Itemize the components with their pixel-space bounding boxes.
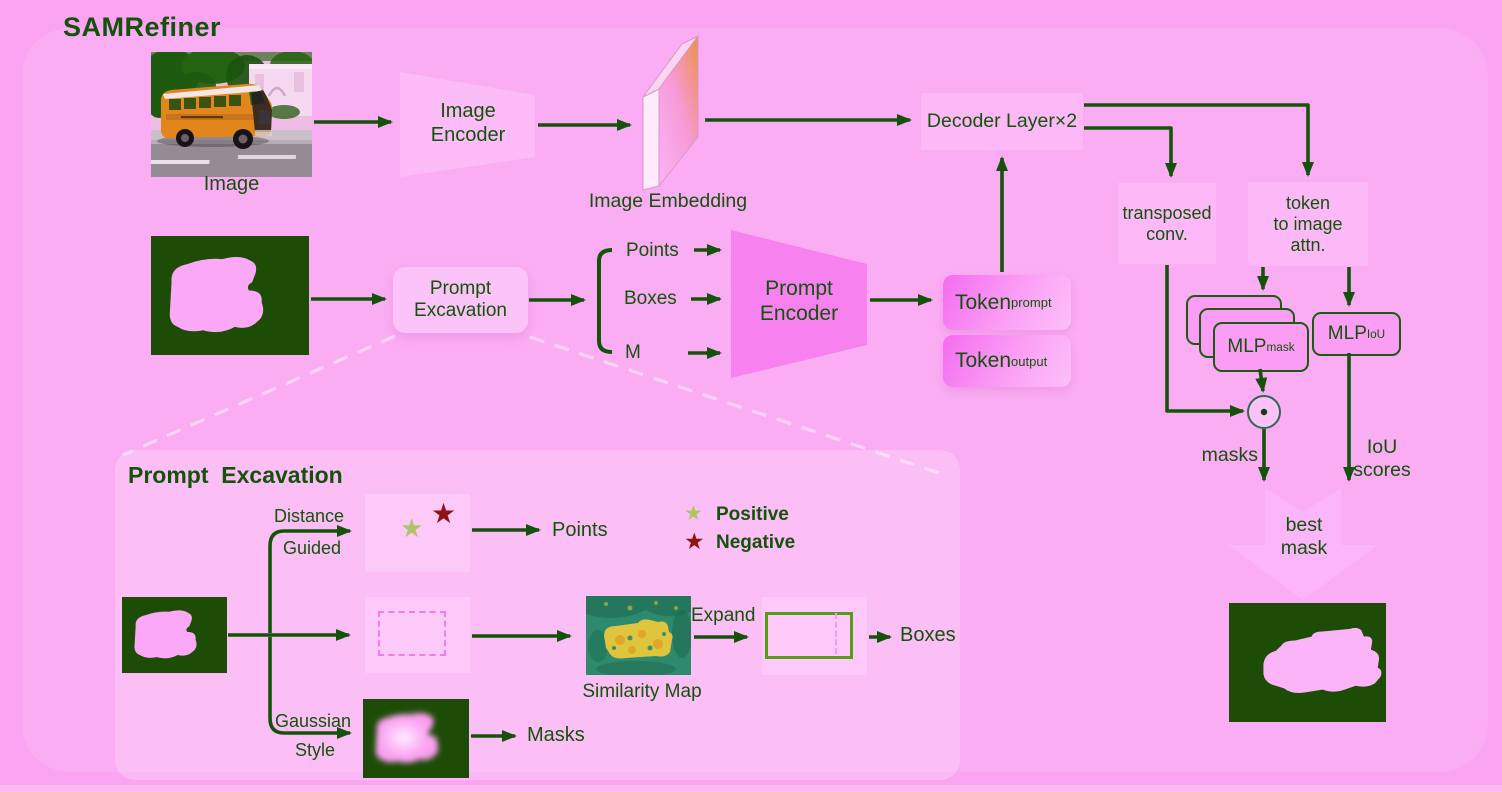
best-mask-image <box>1229 603 1386 722</box>
best-mask-label: best mask <box>1280 514 1328 559</box>
original-box-edge-icon <box>835 613 837 654</box>
transposed-conv-label: transposed conv. <box>1122 202 1212 244</box>
positive-star-icon: ★ <box>400 513 424 543</box>
legend-negative-star-icon: ★ <box>684 528 705 554</box>
masks-output-label: masks <box>1201 444 1258 466</box>
similarity-map-label: Similarity Map <box>582 681 702 702</box>
guided-label: Guided <box>283 538 342 558</box>
mlp-iou-sub: IoU <box>1366 327 1386 341</box>
branch-mask-label: M <box>625 342 641 363</box>
panel-coarse-mask-image <box>122 597 227 673</box>
diagram-title: SAMRefiner <box>63 12 222 42</box>
decoder-layer-label: Decoder Layer×2 <box>926 110 1078 132</box>
branch-boxes-label: Boxes <box>624 288 677 309</box>
token-output-sub: output <box>1011 353 1048 369</box>
expanded-box-icon <box>765 612 853 659</box>
mlp-mask-sub: mask <box>1266 340 1295 354</box>
image-encoder-label: Image Encoder <box>430 100 506 146</box>
distance-label: Distance <box>274 506 345 526</box>
gaussian-mask-image <box>363 699 469 778</box>
input-image-label: Image <box>203 173 260 195</box>
points-output-label: Points <box>552 519 608 541</box>
mlp-iou-base: MLP <box>1327 323 1367 344</box>
prompt-encoder-shape <box>731 230 867 378</box>
coarse-mask-image <box>151 236 309 355</box>
image-encoder-shape <box>400 72 535 177</box>
token-prompt-sub: prompt <box>1011 295 1052 310</box>
panel-title: Prompt Excavation <box>128 462 343 488</box>
legend-negative-label: Negative <box>716 532 796 553</box>
image-embedding-label: Image Embedding <box>588 190 748 212</box>
branch-points-label: Points <box>626 240 679 261</box>
token-prompt-base: Token <box>955 290 1012 314</box>
negative-star-icon: ★ <box>431 498 457 529</box>
boxes-output-label: Boxes <box>900 624 956 646</box>
mlp-mask-base: MLP <box>1227 336 1267 357</box>
points-prompt-panel <box>365 494 470 572</box>
token-output-base: Token <box>955 349 1012 372</box>
prompt-excavation-box: Prompt Excavation <box>393 267 528 333</box>
prompt-excavation-box-label: Prompt Excavation <box>414 278 507 321</box>
expand-label: Expand <box>691 605 756 626</box>
token-to-image-attn-label: token to image attn. <box>1273 192 1343 255</box>
transposed-conv-box: transposed conv. <box>1118 183 1216 264</box>
decoder-layer-box: Decoder Layer×2 <box>921 93 1083 150</box>
gaussian-label: Gaussian <box>275 711 352 731</box>
image-embedding-shape <box>642 34 699 191</box>
similarity-map-image <box>586 596 691 675</box>
prompt-encoder-label: Prompt Encoder <box>759 277 839 325</box>
box-prompt-panel <box>365 597 470 673</box>
bottom-strip <box>0 785 1502 792</box>
masks-output-panel-label: Masks <box>527 724 585 746</box>
style-label: Style <box>295 740 336 760</box>
iou-scores-label: IoU scores <box>1353 436 1411 481</box>
legend-positive-star-icon: ★ <box>684 502 703 525</box>
token-to-image-attn-box: token to image attn. <box>1248 182 1368 266</box>
dashed-box-icon <box>378 611 446 656</box>
input-photo-image <box>151 52 312 177</box>
expanded-box-panel <box>762 597 867 675</box>
legend-positive-label: Positive <box>716 504 789 525</box>
